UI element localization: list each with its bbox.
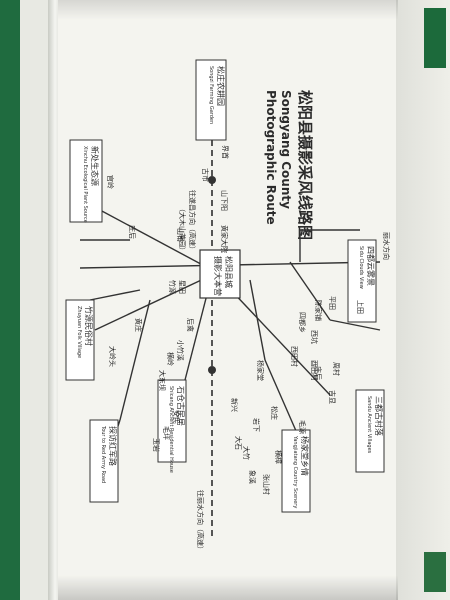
box-sandu: 三都古村落 Sandu Ancient Villages (355, 389, 385, 473)
svg-text:Xinchu Ecological Plant Source: Xinchu Ecological Plant Source (82, 146, 88, 223)
svg-text:界首: 界首 (221, 145, 230, 159)
box-sidu: 四都云雾景 Sidu Clouds View (347, 239, 377, 323)
svg-text:大岭头: 大岭头 (108, 346, 117, 367)
svg-text:黄家大院: 黄家大院 (220, 225, 229, 253)
svg-text:官岭: 官岭 (106, 175, 115, 189)
page-shadow-bottom (58, 575, 398, 600)
svg-text:（大木山茶园）: （大木山茶园） (178, 205, 187, 254)
svg-text:陈家铺: 陈家铺 (314, 300, 323, 321)
box-shicang: 石仓古民居 Shicang Ancient Residential House (157, 379, 187, 473)
svg-text:岩下: 岩下 (252, 418, 261, 432)
center-name: 松阳县城 (224, 256, 234, 288)
svg-text:Shicang Ancient Residential Ho: Shicang Ancient Residential House (168, 386, 174, 473)
svg-text:安民: 安民 (172, 410, 181, 424)
title-cn: 松阳县摄影采风线路图 (296, 90, 314, 240)
box-xinchu: 新处生态源 Xinchu Ecological Plant Source (69, 139, 103, 223)
box-zhuyuan: 竹源民俗村 Zhuyuan Folk Village (65, 299, 95, 381)
svg-text:丽水方向: 丽水方向 (382, 232, 391, 260)
svg-text:张山村: 张山村 (262, 474, 271, 495)
svg-text:杨家堂乡情: 杨家堂乡情 (300, 436, 310, 476)
svg-text:吉显: 吉显 (328, 390, 336, 404)
svg-text:杨家堂: 杨家堂 (256, 360, 265, 381)
svg-text:往丽水方向（高速）: 往丽水方向（高速） (196, 490, 205, 553)
route-lines (79, 110, 381, 540)
svg-text:Tour to Red Army Road: Tour to Red Army Road (100, 425, 106, 483)
svg-text:小竹溪: 小竹溪 (176, 340, 185, 361)
svg-text:Sidu Clouds View: Sidu Clouds View (358, 246, 364, 289)
center-node: 松阳县城 摄影大本营 (199, 249, 241, 299)
svg-text:探访红军路: 探访红军路 (108, 426, 118, 466)
svg-text:庄后: 庄后 (314, 366, 323, 380)
svg-text:毛源: 毛源 (298, 420, 307, 434)
route-nodes (208, 176, 216, 374)
svg-text:Zhuyuan Folk Village: Zhuyuan Folk Village (76, 306, 82, 358)
page-shadow-top (58, 0, 398, 20)
svg-text:横岭: 横岭 (166, 352, 175, 366)
title-en-2: Photographic Route (264, 90, 278, 225)
book-cover-spine-left (0, 0, 20, 600)
svg-text:往遂昌方向（高速）: 往遂昌方向（高速） (188, 190, 197, 253)
svg-text:Yangjiatang Country Scenery: Yangjiatang Country Scenery (292, 435, 298, 508)
svg-text:山甫: 山甫 (176, 228, 185, 242)
svg-text:星田: 星田 (178, 280, 186, 294)
title-en-1: Songyang County (279, 90, 293, 209)
box-red-army: 探访红军路 Tour to Red Army Road (89, 419, 119, 503)
svg-text:西田村: 西田村 (290, 346, 299, 367)
book-page-edge (396, 0, 450, 600)
svg-text:古市: 古市 (201, 168, 210, 182)
svg-text:四都乡: 四都乡 (298, 312, 306, 333)
svg-text:酉田村: 酉田村 (310, 360, 319, 381)
svg-text:松庄农耕园: 松庄农耕园 (216, 66, 226, 106)
svg-text:横樟: 横樟 (274, 450, 283, 464)
svg-text:竹源民俗村: 竹源民俗村 (84, 306, 94, 346)
svg-text:毛坪: 毛坪 (162, 426, 171, 440)
svg-text:Songzi Farming Garden: Songzi Farming Garden (208, 66, 214, 124)
svg-text:竹源: 竹源 (168, 280, 177, 294)
svg-text:平田: 平田 (328, 296, 336, 310)
cover-corner-top (424, 8, 446, 68)
svg-text:黄庄: 黄庄 (134, 318, 143, 332)
box-yangjiatang: 杨家堂乡情 Yangjiatang Country Scenery (281, 429, 311, 513)
svg-text:山下阳: 山下阳 (220, 190, 229, 211)
map-title: 松阳县摄影采风线路图 Songyang County Photographic … (264, 90, 314, 240)
box-songzhuang: 松庄农耕园 Songzi Farming Garden (195, 59, 227, 141)
center-sub: 摄影大本营 (213, 256, 223, 296)
svg-text:新处生态源: 新处生态源 (90, 146, 100, 186)
svg-text:象溪: 象溪 (248, 470, 257, 484)
svg-text:石仓古民居: 石仓古民居 (176, 386, 186, 426)
svg-text:上田: 上田 (356, 300, 365, 314)
svg-text:Sandu Ancient Villages: Sandu Ancient Villages (366, 396, 372, 454)
cover-corner-bottom (424, 552, 446, 592)
svg-text:四都云雾景: 四都云雾景 (366, 246, 375, 286)
svg-text:后禽: 后禽 (186, 318, 195, 332)
svg-text:松庄: 松庄 (270, 406, 279, 420)
svg-text:西坑: 西坑 (310, 330, 319, 344)
svg-text:三都古村落: 三都古村落 (374, 396, 384, 436)
svg-text:周村: 周村 (332, 362, 341, 376)
svg-text:庄后: 庄后 (128, 225, 137, 239)
place-labels: 丽水方向 往遂昌方向（高速） （大木山茶园） 往丽水方向（高速） 古市 山下阳 … (106, 145, 391, 553)
svg-text:新兴: 新兴 (230, 398, 239, 412)
svg-text:大东坝: 大东坝 (158, 370, 167, 391)
svg-text:大石: 大石 (234, 436, 243, 450)
svg-text:大竹: 大竹 (242, 446, 251, 460)
svg-text:玉岩: 玉岩 (152, 438, 161, 452)
